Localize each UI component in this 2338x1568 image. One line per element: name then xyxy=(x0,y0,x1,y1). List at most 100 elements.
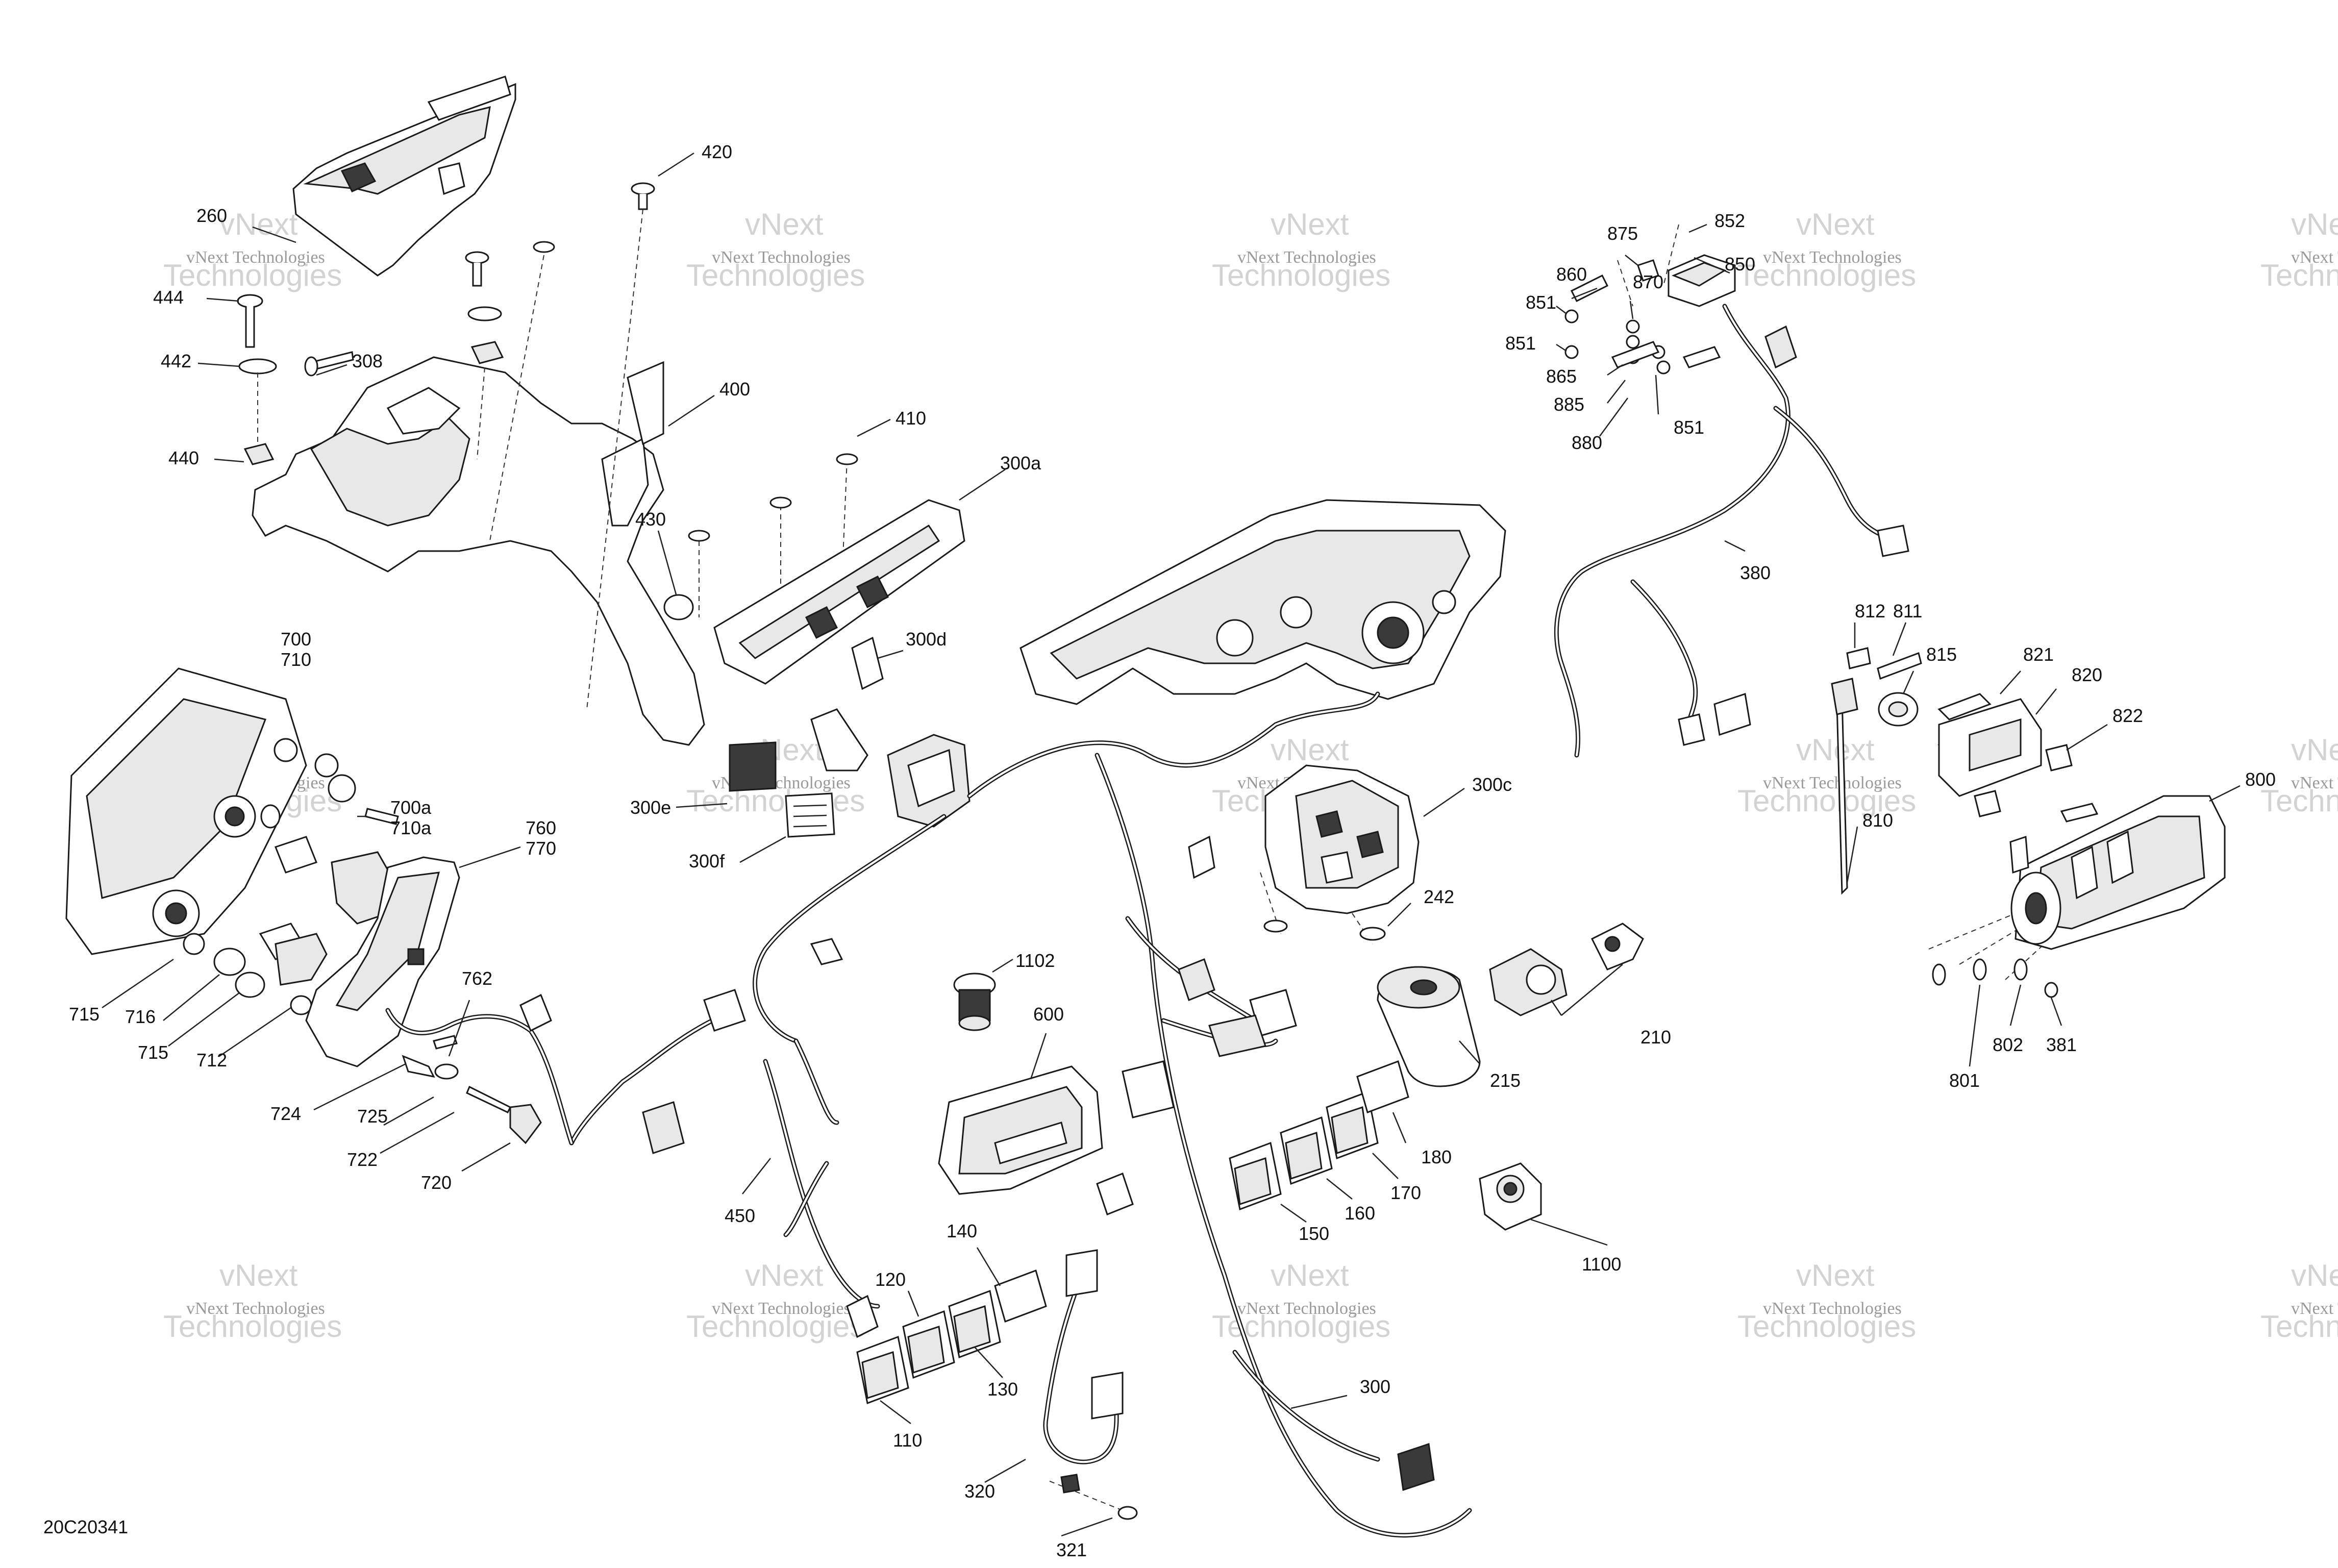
part-380-harness xyxy=(1554,304,1909,758)
fasteners-top xyxy=(237,182,655,465)
label-215: 215 xyxy=(1490,1070,1521,1091)
label-724: 724 xyxy=(270,1103,301,1124)
label-180: 180 xyxy=(1421,1147,1452,1167)
watermark-line2: Technologies xyxy=(1737,258,1916,292)
part-300a-module xyxy=(663,453,965,685)
label-300: 300 xyxy=(1360,1376,1390,1397)
parts-artwork xyxy=(65,76,2226,1538)
part-800-winch xyxy=(1932,795,2226,998)
part-320-subharness xyxy=(1043,1249,1138,1520)
watermark-line1: vNext xyxy=(219,207,298,241)
part-1100-socket xyxy=(1479,1162,1542,1231)
label-715-upper: 715 xyxy=(69,1004,100,1025)
watermark-small: vNext Technologies xyxy=(2291,1299,2338,1318)
label-242: 242 xyxy=(1424,886,1454,907)
label-440: 440 xyxy=(168,447,199,468)
label-710a: 710a xyxy=(390,817,432,838)
watermark-line1: vNext xyxy=(1796,207,1875,241)
watermark-small: vNext Technologies xyxy=(1763,1299,1902,1318)
label-400: 400 xyxy=(719,379,750,400)
watermark-line1: vNext xyxy=(2291,733,2338,767)
watermark-line2: Technologies xyxy=(686,1309,865,1343)
label-852: 852 xyxy=(1714,210,1745,231)
label-1102: 1102 xyxy=(1015,950,1055,971)
watermark-small: vNext Technologies xyxy=(186,248,325,267)
label-140: 140 xyxy=(947,1221,977,1241)
label-810: 810 xyxy=(1862,810,1893,831)
label-821: 821 xyxy=(2023,644,2054,665)
watermark-line1: vNext xyxy=(1271,1258,1349,1292)
watermark-small: vNext Technologies xyxy=(1763,774,1902,792)
watermark-3: vNext Technologies vNext Technologies xyxy=(1212,207,1390,292)
watermark-4: vNext Technologies vNext Technologies xyxy=(1737,207,1916,292)
part-215-boot xyxy=(1377,966,1481,1087)
part-300e-300f xyxy=(729,741,835,838)
watermark-small: vNext Technologies xyxy=(712,1299,851,1318)
watermark-line2: Technologies xyxy=(1212,258,1390,292)
watermark-line1: vNext xyxy=(1271,733,1349,767)
watermark-small: vNext Technologies xyxy=(1237,1299,1376,1318)
sheet-id: 20C20341 xyxy=(43,1516,128,1537)
watermark-line1: vNext xyxy=(2291,1258,2338,1292)
watermark-line1: vNext xyxy=(2291,207,2338,241)
label-710: 710 xyxy=(281,649,311,670)
label-822: 822 xyxy=(2112,705,2143,726)
label-300d: 300d xyxy=(906,629,947,650)
leader-lines xyxy=(102,152,2241,1537)
label-150: 150 xyxy=(1299,1223,1329,1244)
label-210: 210 xyxy=(1640,1027,1671,1048)
label-300c: 300c xyxy=(1472,774,1512,795)
label-722: 722 xyxy=(347,1149,378,1170)
label-760: 760 xyxy=(526,817,556,838)
part-760-light xyxy=(305,856,542,1144)
watermark-1: vNext Technologies vNext Technologies xyxy=(163,207,342,292)
watermark-small: vNext Technologies xyxy=(186,1299,325,1318)
part-300c-fusebox xyxy=(1263,764,1420,941)
label-880: 880 xyxy=(1572,432,1602,453)
part-fairlead xyxy=(1831,647,2073,895)
watermark-line1: vNext xyxy=(219,1258,298,1292)
watermark-line1: vNext xyxy=(745,207,824,241)
label-700: 700 xyxy=(281,629,311,650)
label-308: 308 xyxy=(352,351,383,371)
label-851-a: 851 xyxy=(1526,292,1556,313)
callout-labels: 260 420 444 308 442 440 400 410 300a 430… xyxy=(69,141,2276,1560)
label-381: 381 xyxy=(2046,1034,2077,1055)
label-300e: 300e xyxy=(630,797,671,818)
label-800: 800 xyxy=(2245,769,2276,790)
watermark-14: vNext Technologies vNext Technologies xyxy=(1737,1258,1916,1343)
label-450: 450 xyxy=(725,1205,755,1226)
label-720: 720 xyxy=(421,1172,452,1193)
watermark-2: vNext Technologies vNext Technologies xyxy=(686,207,865,292)
watermark-line2: Technologies xyxy=(1737,1309,1916,1343)
watermark-line2: Technologies xyxy=(163,258,342,292)
label-812: 812 xyxy=(1855,601,1885,621)
label-716: 716 xyxy=(125,1006,156,1027)
label-1100: 1100 xyxy=(1582,1254,1621,1275)
watermark-line2: Technologies xyxy=(2260,258,2338,292)
part-300-harness xyxy=(385,691,1472,1538)
watermark-5: vNext Technologies vNext Technologies xyxy=(2260,207,2338,292)
part-1102-socket xyxy=(953,973,996,1031)
watermark-small: vNext Technologies xyxy=(1237,248,1376,267)
watermark-line2: Technologies xyxy=(2260,1309,2338,1343)
part-central-frame xyxy=(851,499,1506,705)
watermark-15: vNext Technologies vNext Technologies xyxy=(2260,1258,2338,1343)
label-444: 444 xyxy=(153,287,184,308)
watermark-11: vNext Technologies vNext Technologies xyxy=(163,1258,342,1343)
watermark-small: vNext Technologies xyxy=(1763,248,1902,267)
watermark-line2: Technologies xyxy=(686,258,865,292)
watermark-13: vNext Technologies vNext Technologies xyxy=(1212,1258,1390,1343)
label-700a: 700a xyxy=(390,797,432,818)
label-850: 850 xyxy=(1725,254,1755,275)
watermarks: vNext Technologies vNext Technologies vN… xyxy=(163,207,2338,1343)
label-130: 130 xyxy=(987,1379,1018,1400)
watermark-9: vNext Technologies vNext Technologies xyxy=(1737,733,1916,818)
part-switch-stack-left xyxy=(846,1270,1047,1405)
watermark-line1: vNext xyxy=(745,1258,824,1292)
label-715-lower: 715 xyxy=(138,1042,168,1063)
label-321: 321 xyxy=(1056,1539,1087,1560)
label-851-c: 851 xyxy=(1674,417,1704,438)
label-820: 820 xyxy=(2072,664,2102,685)
label-802: 802 xyxy=(1993,1034,2023,1055)
